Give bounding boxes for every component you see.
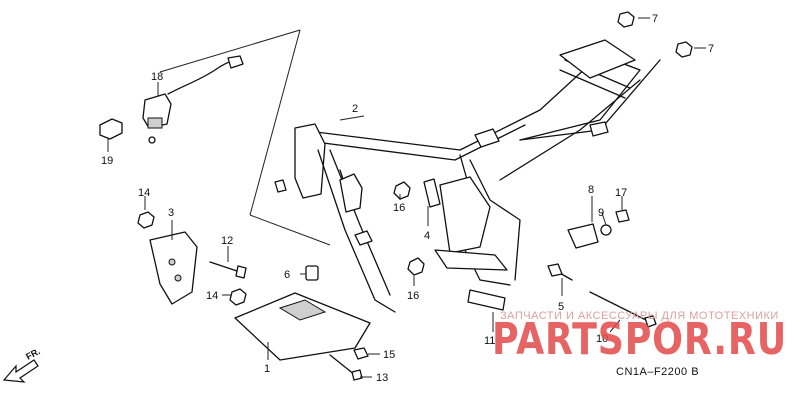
callout-14b: 14 <box>206 290 218 302</box>
callout-12: 12 <box>221 235 233 247</box>
callout-16b: 16 <box>407 290 419 302</box>
callout-15: 15 <box>383 349 395 361</box>
callout-7a: 7 <box>652 13 658 25</box>
callout-1: 1 <box>264 363 270 375</box>
leader-lines <box>107 17 706 378</box>
nut-14-top <box>137 211 155 229</box>
collar-6 <box>305 265 319 281</box>
nut-14-bottom <box>229 288 247 306</box>
callout-4: 4 <box>424 230 430 242</box>
nut-7a <box>617 11 635 28</box>
bolt-13 <box>329 354 363 381</box>
link-4 <box>423 178 441 208</box>
collar-16-right <box>407 257 425 276</box>
bracket-8 <box>567 223 599 249</box>
callout-9: 9 <box>598 207 604 219</box>
callout-7b: 7 <box>708 43 714 55</box>
bolt-5 <box>547 263 573 281</box>
callout-2: 2 <box>352 103 358 115</box>
callout-3: 3 <box>168 207 174 219</box>
diagram-code: CN1A–F2200 B <box>616 366 699 378</box>
watermark-tagline: ЗАПЧАСТИ И АКСЕССУАРЫ ДЛЯ МОТОТЕХНИКИ <box>500 310 779 322</box>
callout-6: 6 <box>284 269 290 281</box>
nut-7b <box>675 41 693 58</box>
callout-11: 11 <box>484 335 495 347</box>
bolt-12 <box>209 261 247 279</box>
pipe-11 <box>467 289 506 311</box>
callout-19: 19 <box>101 155 113 167</box>
collar-16-left <box>393 181 411 200</box>
callouts: 2 1 3 4 5 6 7 7 8 9 10 11 12 13 14 14 15… <box>101 13 714 384</box>
bracket-left <box>149 231 198 305</box>
callout-5: 5 <box>558 301 564 313</box>
bolt-17 <box>615 209 630 223</box>
washer-9 <box>600 224 612 236</box>
front-label: FR. <box>24 346 41 362</box>
callout-13: 13 <box>376 372 388 384</box>
callout-10: 10 <box>596 333 608 345</box>
bolt-10 <box>589 291 657 328</box>
callout-8: 8 <box>588 184 594 196</box>
inset-lines <box>159 29 331 246</box>
callout-16a: 16 <box>393 202 405 214</box>
callout-17: 17 <box>615 187 627 199</box>
watermark: ЗАПЧАСТИ И АКСЕССУАРЫ ДЛЯ МОТОТЕХНИКИ PA… <box>492 310 787 365</box>
front-arrow-icon: FR. <box>2 346 42 383</box>
nut-15 <box>353 347 369 360</box>
key-switch-cap <box>99 118 123 140</box>
callout-18: 18 <box>151 71 163 83</box>
key-switch <box>142 55 244 144</box>
main-frame <box>274 39 661 313</box>
callout-14a: 14 <box>138 187 150 199</box>
watermark-brand: PARTSPOR.RU <box>492 314 787 365</box>
skid-plate <box>234 292 371 361</box>
